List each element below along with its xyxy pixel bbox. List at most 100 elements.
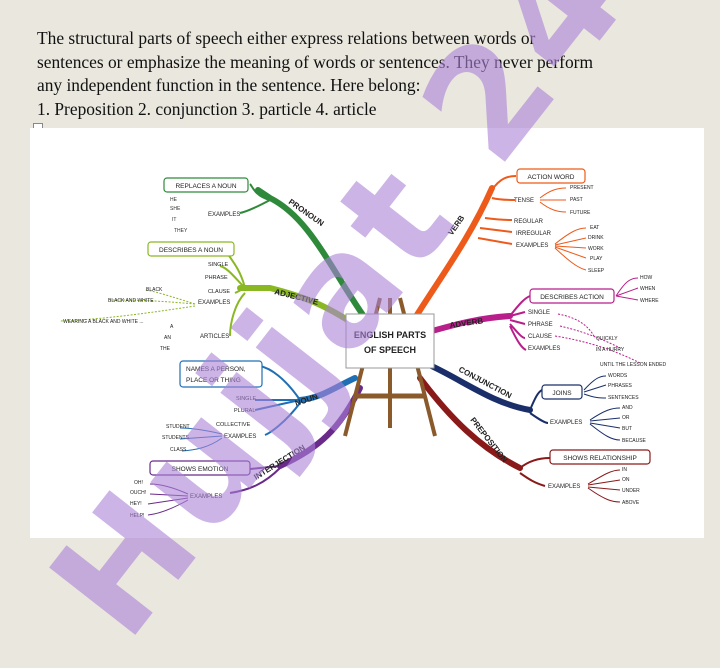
preposition-example: ON	[622, 477, 630, 483]
conjunction-joined: WORDS	[608, 373, 628, 379]
interjection-example: HEY!	[130, 501, 142, 507]
verb-tense-label: TENSE	[514, 198, 534, 204]
adjective-phrase: PHRASE	[205, 275, 228, 281]
verb-irregular: IRREGULAR	[516, 231, 552, 237]
paragraph-line-2: sentences or emphasize the meaning of wo…	[37, 51, 593, 72]
conjunction-joins-box	[541, 384, 583, 400]
interjection-example: OUCH!	[130, 490, 146, 496]
noun-single: SINGLE	[236, 396, 257, 402]
conjunction-example: BUT	[622, 426, 632, 432]
adjective-article: THE	[160, 346, 171, 352]
adverb-example-lines	[554, 313, 641, 364]
noun-title: NOUN	[294, 392, 319, 408]
adjective-articles-label: ARTICLES	[200, 334, 229, 340]
adjective-example-3: WEARING A BLACK AND WHITE ...	[63, 319, 144, 325]
pronoun-examples-label: EXAMPLES	[208, 212, 240, 218]
verb-example: WORK	[588, 246, 604, 252]
noun-sub-branch	[254, 365, 301, 436]
noun-box-line-2: PLACE OR THING	[186, 377, 241, 384]
adjective-example-1: BLACK	[146, 287, 163, 293]
pronoun-item: IT	[172, 217, 176, 223]
adjective-title: ADJECTIVE	[274, 287, 320, 307]
adjective-article: A	[170, 324, 174, 330]
adverb-question: WHEN	[640, 286, 656, 292]
adverb-single: SINGLE	[528, 310, 550, 316]
adverb-example: IN A HURRY	[596, 347, 625, 353]
noun-example: CLASS	[170, 447, 187, 453]
verb-tense: FUTURE	[570, 210, 591, 216]
noun-box	[179, 360, 263, 388]
conjunction-joined: PHRASES	[608, 383, 633, 389]
verb-branch	[412, 185, 495, 321]
paragraph-line-3: any independent function in the sentence…	[37, 75, 421, 95]
noun-collective: COLLECTIVE	[216, 422, 251, 428]
conjunction-joins-lines	[583, 375, 607, 399]
adverb-question: WHERE	[640, 298, 659, 304]
verb-tense: PRESENT	[570, 185, 594, 191]
verb-tense: PAST	[570, 197, 583, 203]
noun-box-line-1: NAMES A PERSON,	[186, 366, 246, 373]
conjunction-joined: SENTENCES	[608, 395, 639, 401]
adjective-example-2: BLACK AND WHITE	[108, 298, 154, 304]
adverb-phrase: PHRASE	[528, 322, 553, 328]
preposition-examples-label: EXAMPLES	[548, 484, 580, 490]
verb-example: PLAY	[590, 256, 603, 262]
adverb-example: QUICKLY	[596, 336, 618, 342]
adjective-sub-branch	[219, 249, 246, 337]
verb-regular: REGULAR	[514, 219, 544, 225]
preposition-example: UNDER	[622, 488, 640, 494]
paragraph-line-1: The structural parts of speech either ex…	[37, 28, 536, 48]
verb-examples-label: EXAMPLES	[516, 243, 548, 249]
noun-example-lines	[179, 427, 223, 452]
adverb-clause: CLAUSE	[528, 334, 552, 340]
parts-of-speech-mindmap: ENGLISH PARTS OF SPEECH REPLACES A NOUN …	[30, 128, 704, 538]
adverb-title: ADVERB	[449, 316, 484, 330]
interjection-example-lines	[147, 483, 189, 516]
adjective-single: SINGLE	[208, 262, 229, 268]
pronoun-box	[163, 177, 249, 193]
verb-example: EAT	[590, 225, 599, 231]
verb-box	[516, 168, 586, 184]
verb-example: SLEEP	[588, 268, 605, 274]
noun-examples-label: EXAMPLES	[224, 434, 256, 440]
verb-example-lines	[554, 227, 587, 271]
conjunction-example: OR	[622, 415, 630, 421]
noun-example: STUDENTS	[162, 435, 190, 441]
interjection-box-label: SHOWS EMOTION	[172, 466, 229, 473]
pronoun-item: THEY	[174, 228, 188, 234]
adjective-example-lines	[59, 289, 196, 322]
conjunction-branch	[422, 360, 533, 413]
conjunction-example-lines	[589, 407, 621, 441]
adverb-question: HOW	[640, 275, 653, 281]
adverb-box	[529, 288, 615, 304]
verb-example: DRINK	[588, 235, 604, 241]
noun-example: STUDENT	[166, 424, 190, 430]
conjunction-examples-label: EXAMPLES	[550, 420, 582, 426]
conjunction-example: AND	[622, 405, 633, 411]
center-title-line-2: OF SPEECH	[364, 345, 416, 355]
verb-sub-branch	[477, 175, 517, 245]
preposition-example: ABOVE	[622, 500, 640, 506]
noun-plural: PLURAL	[234, 408, 255, 414]
pronoun-branch	[255, 187, 368, 321]
preposition-sub-branch	[519, 457, 551, 487]
adjective-clause: CLAUSE	[208, 289, 230, 295]
adverb-question-lines	[615, 277, 639, 301]
interjection-example: OH!	[134, 480, 143, 486]
noun-branch	[297, 375, 358, 403]
adverb-examples-label: EXAMPLES	[528, 346, 560, 352]
verb-title: VERB	[446, 214, 466, 238]
center-title-line-1: ENGLISH PARTS	[354, 330, 426, 340]
interjection-examples-label: EXAMPLES	[190, 494, 222, 500]
mindmap-svg: ENGLISH PARTS OF SPEECH REPLACES A NOUN …	[59, 168, 667, 519]
interjection-title: INTERJECTION	[252, 443, 307, 482]
interjection-example: HELP!	[130, 513, 144, 519]
adverb-box-label: DESCRIBES ACTION	[540, 294, 604, 301]
pronoun-box-label: REPLACES A NOUN	[175, 183, 236, 190]
intro-paragraph: The structural parts of speech either ex…	[37, 27, 707, 121]
conjunction-example: BECAUSE	[622, 438, 647, 444]
adverb-example: UNTIL THE LESSON ENDED	[600, 362, 667, 368]
adverb-branch	[422, 313, 513, 336]
interjection-box	[149, 460, 251, 476]
pronoun-sub-branch	[239, 183, 271, 214]
